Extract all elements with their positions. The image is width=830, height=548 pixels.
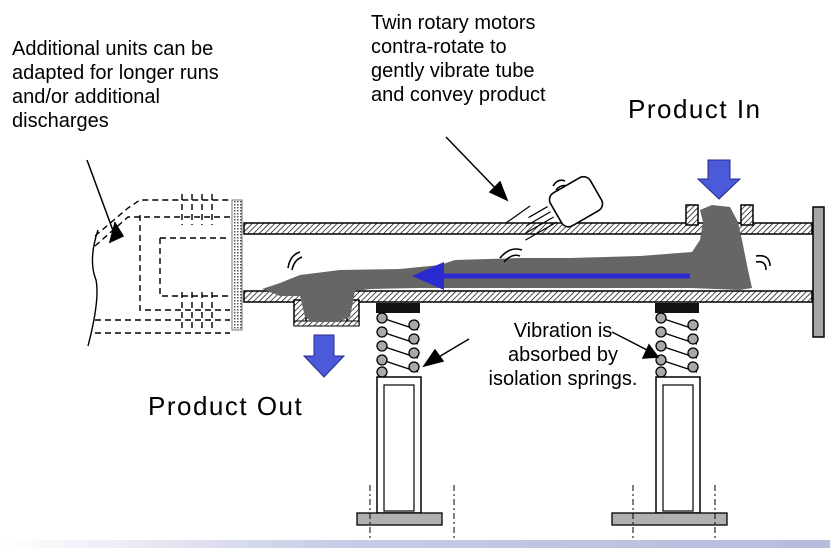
inlet-collar-left: [685, 204, 699, 226]
slide-bottom-bar: [0, 540, 830, 548]
dashed-extension-unit: [94, 194, 230, 334]
product-out-label: Product Out: [148, 391, 304, 421]
rotary-motor: [505, 175, 604, 241]
label-line: adapted for longer runs: [12, 62, 219, 84]
tube-bottom-wall: [243, 290, 813, 303]
product-mass: [262, 205, 752, 322]
inlet-collar-right: [740, 204, 754, 226]
label-line: gently vibrate tube: [371, 60, 535, 82]
conveyor-tube: [231, 199, 825, 338]
label-line: and/or additional: [12, 86, 160, 108]
label-line: Vibration is: [513, 320, 613, 342]
product-in-label: Product In: [628, 94, 762, 124]
label-line: Twin rotary motors: [371, 12, 536, 34]
label-line: contra-rotate to: [371, 36, 507, 58]
tube-end-cap: [812, 206, 825, 338]
dotted-flange: [231, 199, 243, 331]
support-right: [611, 303, 728, 548]
additional-units-label: Additional units can be adapted for long…: [12, 37, 312, 133]
leader-lines: [86, 136, 660, 368]
label-line: discharges: [12, 110, 109, 132]
tube-top-wall: [243, 222, 813, 235]
support-left: [356, 303, 455, 548]
label-line: and convey product: [371, 84, 546, 106]
flow-arrow: [412, 262, 690, 290]
break-line: [87, 229, 99, 347]
product-out-arrow-icon: [302, 334, 346, 378]
label-line: Additional units can be: [12, 38, 214, 60]
product-in-arrow-icon: [696, 159, 742, 200]
label-line: isolation springs.: [488, 368, 638, 390]
label-line: absorbed by: [507, 344, 619, 366]
twin-motors-label: Twin rotary motors contra-rotate to gent…: [371, 11, 631, 107]
vibration-label: Vibration is absorbed by isolation sprin…: [443, 319, 683, 391]
